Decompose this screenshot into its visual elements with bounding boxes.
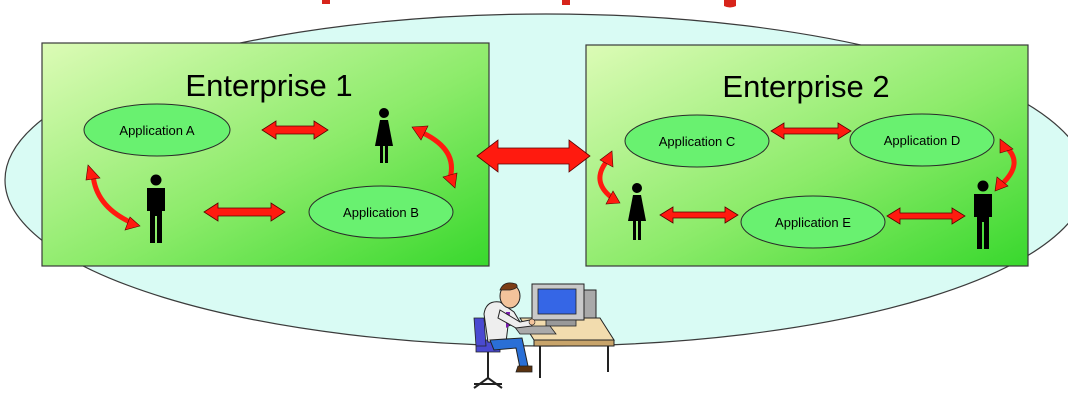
double-arrow-a-woman <box>261 120 329 140</box>
curved-arrow-a-man <box>90 174 132 225</box>
application-a-label: Application A <box>119 123 194 138</box>
double-arrow-c-d <box>770 122 852 140</box>
application-b-label: Application B <box>343 205 419 220</box>
man-icon <box>974 180 992 249</box>
application-e: Application E <box>740 195 886 249</box>
application-e-label: Application E <box>775 215 851 230</box>
enterprise-1-title: Enterprise 1 <box>185 68 352 103</box>
application-a: Application A <box>83 103 231 157</box>
woman-icon <box>628 183 646 240</box>
double-arrow-between-enterprises <box>476 139 591 173</box>
double-arrow-woman-e <box>659 206 739 224</box>
application-c: Application C <box>624 114 770 168</box>
application-d-label: Application D <box>884 133 961 148</box>
man-icon <box>147 174 165 243</box>
woman-icon <box>375 108 393 163</box>
curved-arrow-woman-b <box>421 130 454 179</box>
curved-arrow-c-woman <box>597 159 613 199</box>
enterprise-2-title: Enterprise 2 <box>722 69 889 104</box>
application-d: Application D <box>849 113 995 167</box>
application-b: Application B <box>308 185 454 239</box>
application-c-label: Application C <box>659 134 736 149</box>
cropped-header-text <box>322 0 736 8</box>
double-arrow-man-b <box>203 202 286 222</box>
double-arrow-e-man <box>886 207 966 225</box>
person-at-computer-illustration <box>473 282 615 389</box>
